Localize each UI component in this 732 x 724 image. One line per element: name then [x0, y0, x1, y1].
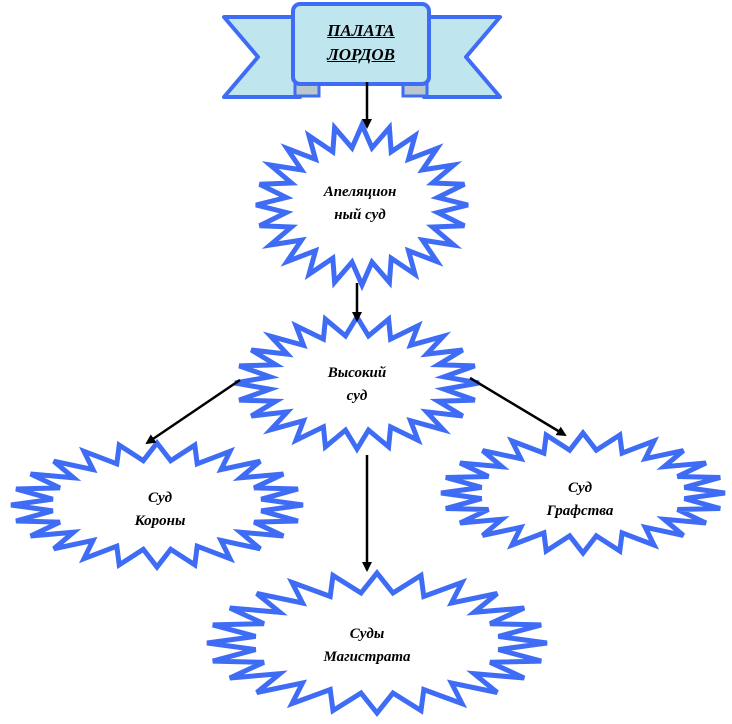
node-magistrate-line2: Магистрата: [323, 649, 411, 665]
arrow-high-to-county: [469, 376, 567, 437]
banner-title-line2: ЛОРДОВ: [327, 45, 395, 64]
banner-title: ПАЛАТА ЛОРДОВ: [327, 19, 395, 67]
node-county-line1: Суд: [567, 480, 593, 496]
node-high-label: Высокий суд: [328, 362, 386, 408]
node-crown-starburst: [10, 438, 304, 572]
node-magistrate-label: Суды Магистрата: [324, 623, 411, 669]
banner-ribbon: [222, 2, 502, 99]
node-appeal-label: Апеляцион ный суд: [324, 181, 397, 227]
node-county-label: Суд Графства: [547, 477, 614, 523]
banner-title-line1: ПАЛАТА: [327, 21, 395, 40]
node-magistrate-starburst: [206, 568, 548, 718]
node-county-line2: Графства: [546, 503, 614, 519]
node-high-line2: суд: [346, 388, 368, 404]
node-appeal-line2: ный суд: [334, 207, 386, 223]
node-crown-label: Суд Короны: [135, 487, 186, 533]
node-appeal-starburst: [255, 118, 469, 292]
node-crown-line1: Суд: [147, 490, 173, 506]
arrow-high-to-crown: [145, 378, 241, 445]
node-crown-line2: Короны: [134, 513, 186, 529]
node-magistrate-line1: Суды: [349, 626, 385, 642]
node-appeal-line1: Апеляцион: [323, 184, 397, 200]
node-county-starburst: [440, 428, 726, 558]
node-high-starburst: [234, 312, 480, 454]
node-high-line1: Высокий: [327, 365, 387, 381]
